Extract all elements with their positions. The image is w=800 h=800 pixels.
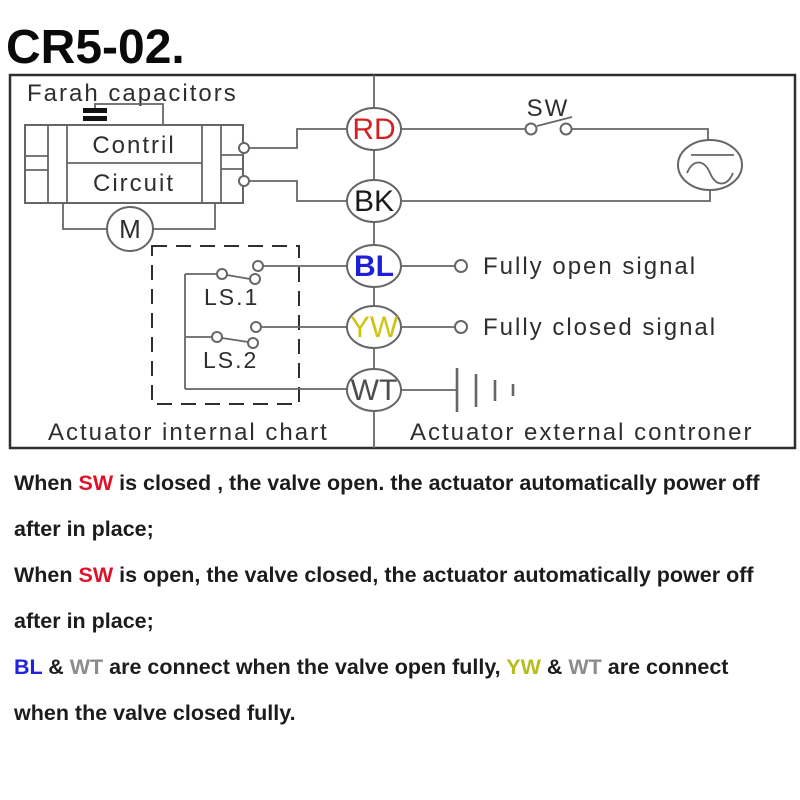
- internal-chart-label: Actuator internal chart: [48, 419, 329, 446]
- wt-ref: WT: [69, 655, 104, 679]
- sw-blade: [536, 116, 573, 127]
- ls1-fixed-contact: [252, 260, 264, 272]
- note-line-1: When SW is closed , the valve open. the …: [14, 460, 792, 506]
- open-signal-terminal: [454, 259, 468, 273]
- actuator-body-outline: [24, 124, 244, 204]
- wire-sw-to-source: [572, 128, 709, 140]
- bl-ref: BL: [14, 655, 43, 679]
- note-text: &: [42, 655, 70, 679]
- farah-capacitors-label: Farah capacitors: [27, 80, 238, 107]
- note-text: is open, the valve closed, the actuator …: [113, 563, 754, 587]
- note-text: When: [14, 471, 79, 495]
- note-line-6: when the valve closed fully.: [14, 690, 792, 736]
- fully-closed-signal-label: Fully closed signal: [483, 314, 717, 341]
- battery-symbol: [455, 368, 515, 412]
- ac-source: [401, 139, 743, 202]
- ac-source-circle: [677, 139, 743, 191]
- sw-ref: SW: [78, 471, 114, 495]
- ls1-blade-end: [249, 273, 261, 285]
- ac-source-sine: [686, 161, 734, 185]
- note-text: When: [14, 563, 79, 587]
- limit-switch-dashed-box: [151, 245, 300, 405]
- ls1-blade: [226, 274, 251, 280]
- note-line-2: after in place;: [14, 506, 792, 552]
- node-bk-label: BK: [354, 185, 394, 218]
- sw-switch: SW: [401, 95, 709, 140]
- ls1-pivot-contact: [216, 268, 228, 280]
- ls2-label: LS.2: [203, 347, 258, 373]
- motor: M: [62, 203, 216, 252]
- capacitor-wire: [94, 103, 164, 125]
- diagram-frame: [8, 73, 797, 450]
- control-box-line1: Contril: [92, 132, 175, 159]
- note-line-5: BL & WT are connect when the valve open …: [14, 644, 792, 690]
- motor-wire-left: [62, 203, 107, 230]
- motor-wire-right: [153, 203, 216, 230]
- control-box-line2: Circuit: [93, 170, 175, 197]
- wire-source-to-bk: [401, 190, 711, 202]
- wt-ref: WT: [568, 655, 602, 679]
- capacitor-plate-top: [83, 108, 107, 113]
- ls2-fixed-contact: [250, 321, 262, 333]
- ls2-pivot-contact: [211, 331, 223, 343]
- node-rd-label: RD: [352, 113, 395, 146]
- ls2-blade: [221, 337, 249, 343]
- note-text: are connect when the valve open fully,: [103, 655, 507, 679]
- notes-section: When SW is closed , the valve open. the …: [14, 460, 792, 736]
- signal-outputs: Fully open signal Fully closed signal: [400, 253, 717, 412]
- note-text: when the valve closed fully.: [14, 701, 296, 725]
- note-line-4: after in place;: [14, 598, 792, 644]
- actuator-body: Contril Circuit: [24, 124, 250, 204]
- node-yw-label: YW: [350, 311, 399, 344]
- capacitor-plate-bottom: [83, 116, 107, 121]
- note-text: is closed , the valve open. the actuator…: [113, 471, 760, 495]
- limit-switches: LS.1 LS.2: [184, 260, 347, 390]
- body-terminal-lower: [238, 175, 250, 187]
- node-bl-label: BL: [354, 250, 394, 283]
- note-text: after in place;: [14, 517, 154, 541]
- page-title: CR5-02.: [6, 21, 185, 74]
- wire-body-to-rd: [249, 128, 347, 149]
- note-text: after in place;: [14, 609, 154, 633]
- wiring-diagram: Farah capacitors Contril Circuit: [8, 73, 797, 450]
- motor-label: M: [119, 214, 141, 244]
- fully-open-signal-label: Fully open signal: [483, 253, 697, 280]
- body-terminal-upper: [238, 142, 250, 154]
- note-text: are connect: [601, 655, 729, 679]
- yw-ref: YW: [506, 655, 541, 679]
- sw-contact-right: [559, 122, 573, 136]
- wire-body-to-bk: [249, 180, 347, 202]
- sw-ref: SW: [78, 563, 114, 587]
- external-controller-label: Actuator external controner: [410, 419, 754, 446]
- note-line-3: When SW is open, the valve closed, the a…: [14, 552, 792, 598]
- sw-contact-left: [524, 122, 538, 136]
- ls1-label: LS.1: [204, 284, 259, 310]
- closed-signal-terminal: [454, 320, 468, 334]
- sw-label: SW: [527, 95, 570, 122]
- capacitor-symbol: [83, 103, 164, 125]
- note-text: &: [540, 655, 569, 679]
- ls2-blade-end: [247, 337, 259, 349]
- node-wt-label: WT: [351, 374, 398, 407]
